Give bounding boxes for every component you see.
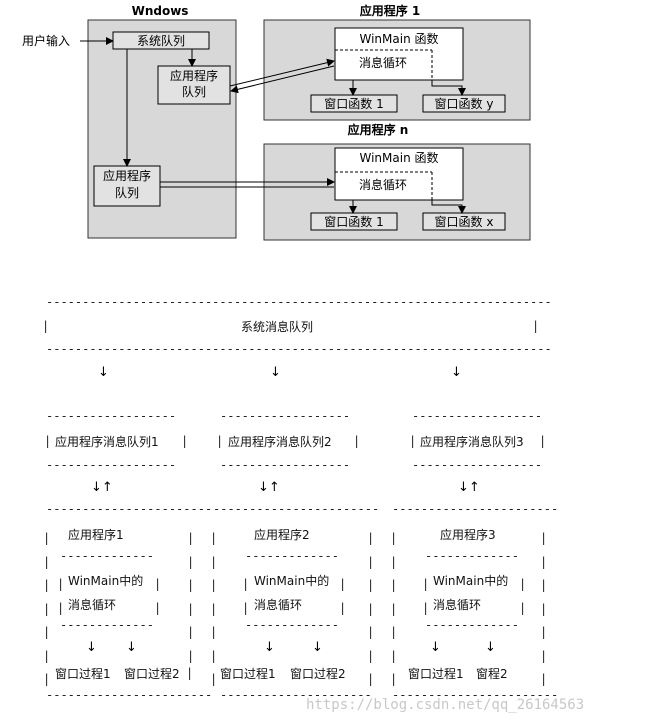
app-1-inner-left: | | xyxy=(57,577,65,615)
app-queue-1-label: 应用程序消息队列1 xyxy=(55,435,159,449)
app-1-inner-right: | | xyxy=(154,577,162,615)
app-2-right-bars: | | | | | | | xyxy=(367,531,375,686)
app-queue-1-top: ------------------ xyxy=(46,409,177,423)
app-3-winmain-top: ------------- xyxy=(425,549,519,563)
app-2-proc-b: 窗口过程2 xyxy=(290,667,346,681)
down-arrow-2: ↓ xyxy=(270,365,281,380)
app1-winmain-label: WinMain 函数 xyxy=(359,31,438,46)
app-3-winmain: WinMain中的 xyxy=(433,574,509,588)
app-3-inner-left: | | xyxy=(422,577,430,615)
updown-arrows-3: ↓↑ xyxy=(458,480,480,495)
updown-arrows-1: ↓↑ xyxy=(91,480,113,495)
app1-message-loop: 消息循环 xyxy=(359,55,407,70)
app1-window-func-y: 窗口函数 y xyxy=(435,96,494,111)
down-arrow-3: ↓ xyxy=(451,365,462,380)
app-2-bottom-border: --------------------- xyxy=(220,688,372,702)
system-queue-label: 系统队列 xyxy=(137,33,185,48)
app-queue-1-right: | xyxy=(181,434,189,448)
updown-arrows-2: ↓↑ xyxy=(258,480,280,495)
loop-to-queue1-arrow xyxy=(230,65,335,94)
app-queue-2-bottom: ------------------ xyxy=(220,458,351,472)
app-1-proc-arrow-a: ↓ xyxy=(86,640,97,655)
app-2-inner-left: | | xyxy=(242,577,250,615)
app-2-proc-arrow-a: ↓ xyxy=(264,640,275,655)
app-1-name: 应用程序1 xyxy=(68,528,124,542)
app-queue-1-line2: 队列 xyxy=(182,84,206,99)
app-3-bottom-border: ----------------------- xyxy=(392,688,559,702)
queue1-to-loop-arrow xyxy=(229,58,335,87)
windows-message-flow-diagram: Wndows 用户输入 系统队列 应用程序 队列 应用程序 队列 应用程序 1 … xyxy=(22,3,531,241)
app-2-winmain: WinMain中的 xyxy=(254,574,330,588)
app-1-top-border: ----------------------- xyxy=(46,502,213,516)
app-queue-3-label: 应用程序消息队列3 xyxy=(420,435,524,449)
app-3-left-bars: | | | | | | | xyxy=(390,531,398,686)
system-queue-right-bar: | xyxy=(532,319,540,333)
app-1-right-bars: | | | | | | xyxy=(187,531,195,663)
app1-winmain-box xyxy=(334,27,464,81)
app-3-inner-right: | | xyxy=(519,577,527,615)
app-queue-3-bottom: ------------------ xyxy=(412,458,543,472)
system-queue-label-ascii: 系统消息队列 xyxy=(241,320,314,334)
app-queue-2-top: ------------------ xyxy=(220,409,351,423)
app-1-proc-b: 窗口过程2 xyxy=(124,667,180,681)
app-queue-1-left: | xyxy=(44,434,52,448)
user-input-label: 用户输入 xyxy=(22,33,70,48)
app-3-proc-arrow-b: ↓ xyxy=(485,640,496,655)
appn-message-loop: 消息循环 xyxy=(359,177,407,192)
appn-loop-to-funcx-arrow xyxy=(431,200,466,214)
app1-loop-to-funcy-arrow xyxy=(431,80,466,96)
app-3-proc-b: 窗程2 xyxy=(476,667,508,681)
app-queue-n-line2: 队列 xyxy=(115,185,139,200)
app-1-loop: 消息循环 xyxy=(68,598,117,612)
app-queue-2-left: | xyxy=(216,434,224,448)
system-queue-top-border: ----------------------------------------… xyxy=(46,295,552,309)
app-2-winmain-top: ------------- xyxy=(245,549,339,563)
app-queue-3-right: | xyxy=(539,434,547,448)
app-queue-3-left: | xyxy=(409,434,417,448)
app-queue-1-bottom: ------------------ xyxy=(46,458,177,472)
app-2-proc-a: 窗口过程1 xyxy=(220,667,276,681)
system-queue-box xyxy=(112,31,210,50)
app-3-proc-a: 窗口过程1 xyxy=(408,667,464,681)
system-queue-left-bar: | xyxy=(42,319,50,333)
appn-window-func-x: 窗口函数 x xyxy=(435,214,494,229)
app-1-left-bars: | | | | | | | xyxy=(43,531,51,686)
app-1-proc-right-bar: | xyxy=(186,666,194,680)
app-3-winmain-bottom: ------------- xyxy=(425,618,519,632)
app-3-name: 应用程序3 xyxy=(440,528,496,542)
app1-title: 应用程序 1 xyxy=(360,3,421,18)
app-1-proc-a: 窗口过程1 xyxy=(55,667,111,681)
app-3-loop: 消息循环 xyxy=(433,598,482,612)
app-1-proc-arrow-b: ↓ xyxy=(126,640,137,655)
app-3-proc-arrow-a: ↓ xyxy=(430,640,441,655)
app-queue-1-line1: 应用程序 xyxy=(170,68,218,83)
app-2-top-border: ----------------------- xyxy=(213,502,380,516)
appn-winmain-label: WinMain 函数 xyxy=(359,150,438,165)
app-1-winmain-bottom: ------------- xyxy=(60,618,154,632)
watermark: https://blog.csdn.net/qq_26164563 xyxy=(306,697,585,713)
app-2-winmain-bottom: ------------- xyxy=(245,618,339,632)
app1-window-func-1: 窗口函数 1 xyxy=(324,96,383,111)
app-2-proc-arrow-b: ↓ xyxy=(312,640,323,655)
windows-title: Wndows xyxy=(132,4,189,18)
app-3-right-bars: | | | | | | | xyxy=(540,531,548,686)
app-1-bottom-border: ----------------------- xyxy=(46,688,213,702)
system-queue-bottom-border: ----------------------------------------… xyxy=(46,342,552,356)
app-2-loop: 消息循环 xyxy=(254,598,303,612)
app-queue-n-line1: 应用程序 xyxy=(103,168,151,183)
appn-title: 应用程序 n xyxy=(348,122,409,137)
appn-window-func-1: 窗口函数 1 xyxy=(324,214,383,229)
app-queue-box-1 xyxy=(157,65,231,105)
down-arrow-1: ↓ xyxy=(98,365,109,380)
app-queue-2-label: 应用程序消息队列2 xyxy=(228,435,332,449)
app-queue-2-right: | xyxy=(353,434,361,448)
app-2-name: 应用程序2 xyxy=(254,528,310,542)
app-3-top-border: ----------------------- xyxy=(392,502,559,516)
app-1-winmain-top: ------------- xyxy=(60,549,154,563)
app-queue-3-top: ------------------ xyxy=(412,409,543,423)
app-2-inner-right: | | xyxy=(339,577,347,615)
appn-winmain-box xyxy=(334,147,464,201)
app-1-winmain: WinMain中的 xyxy=(68,574,144,588)
app-2-left-bars: | | | | | | | xyxy=(210,531,218,686)
